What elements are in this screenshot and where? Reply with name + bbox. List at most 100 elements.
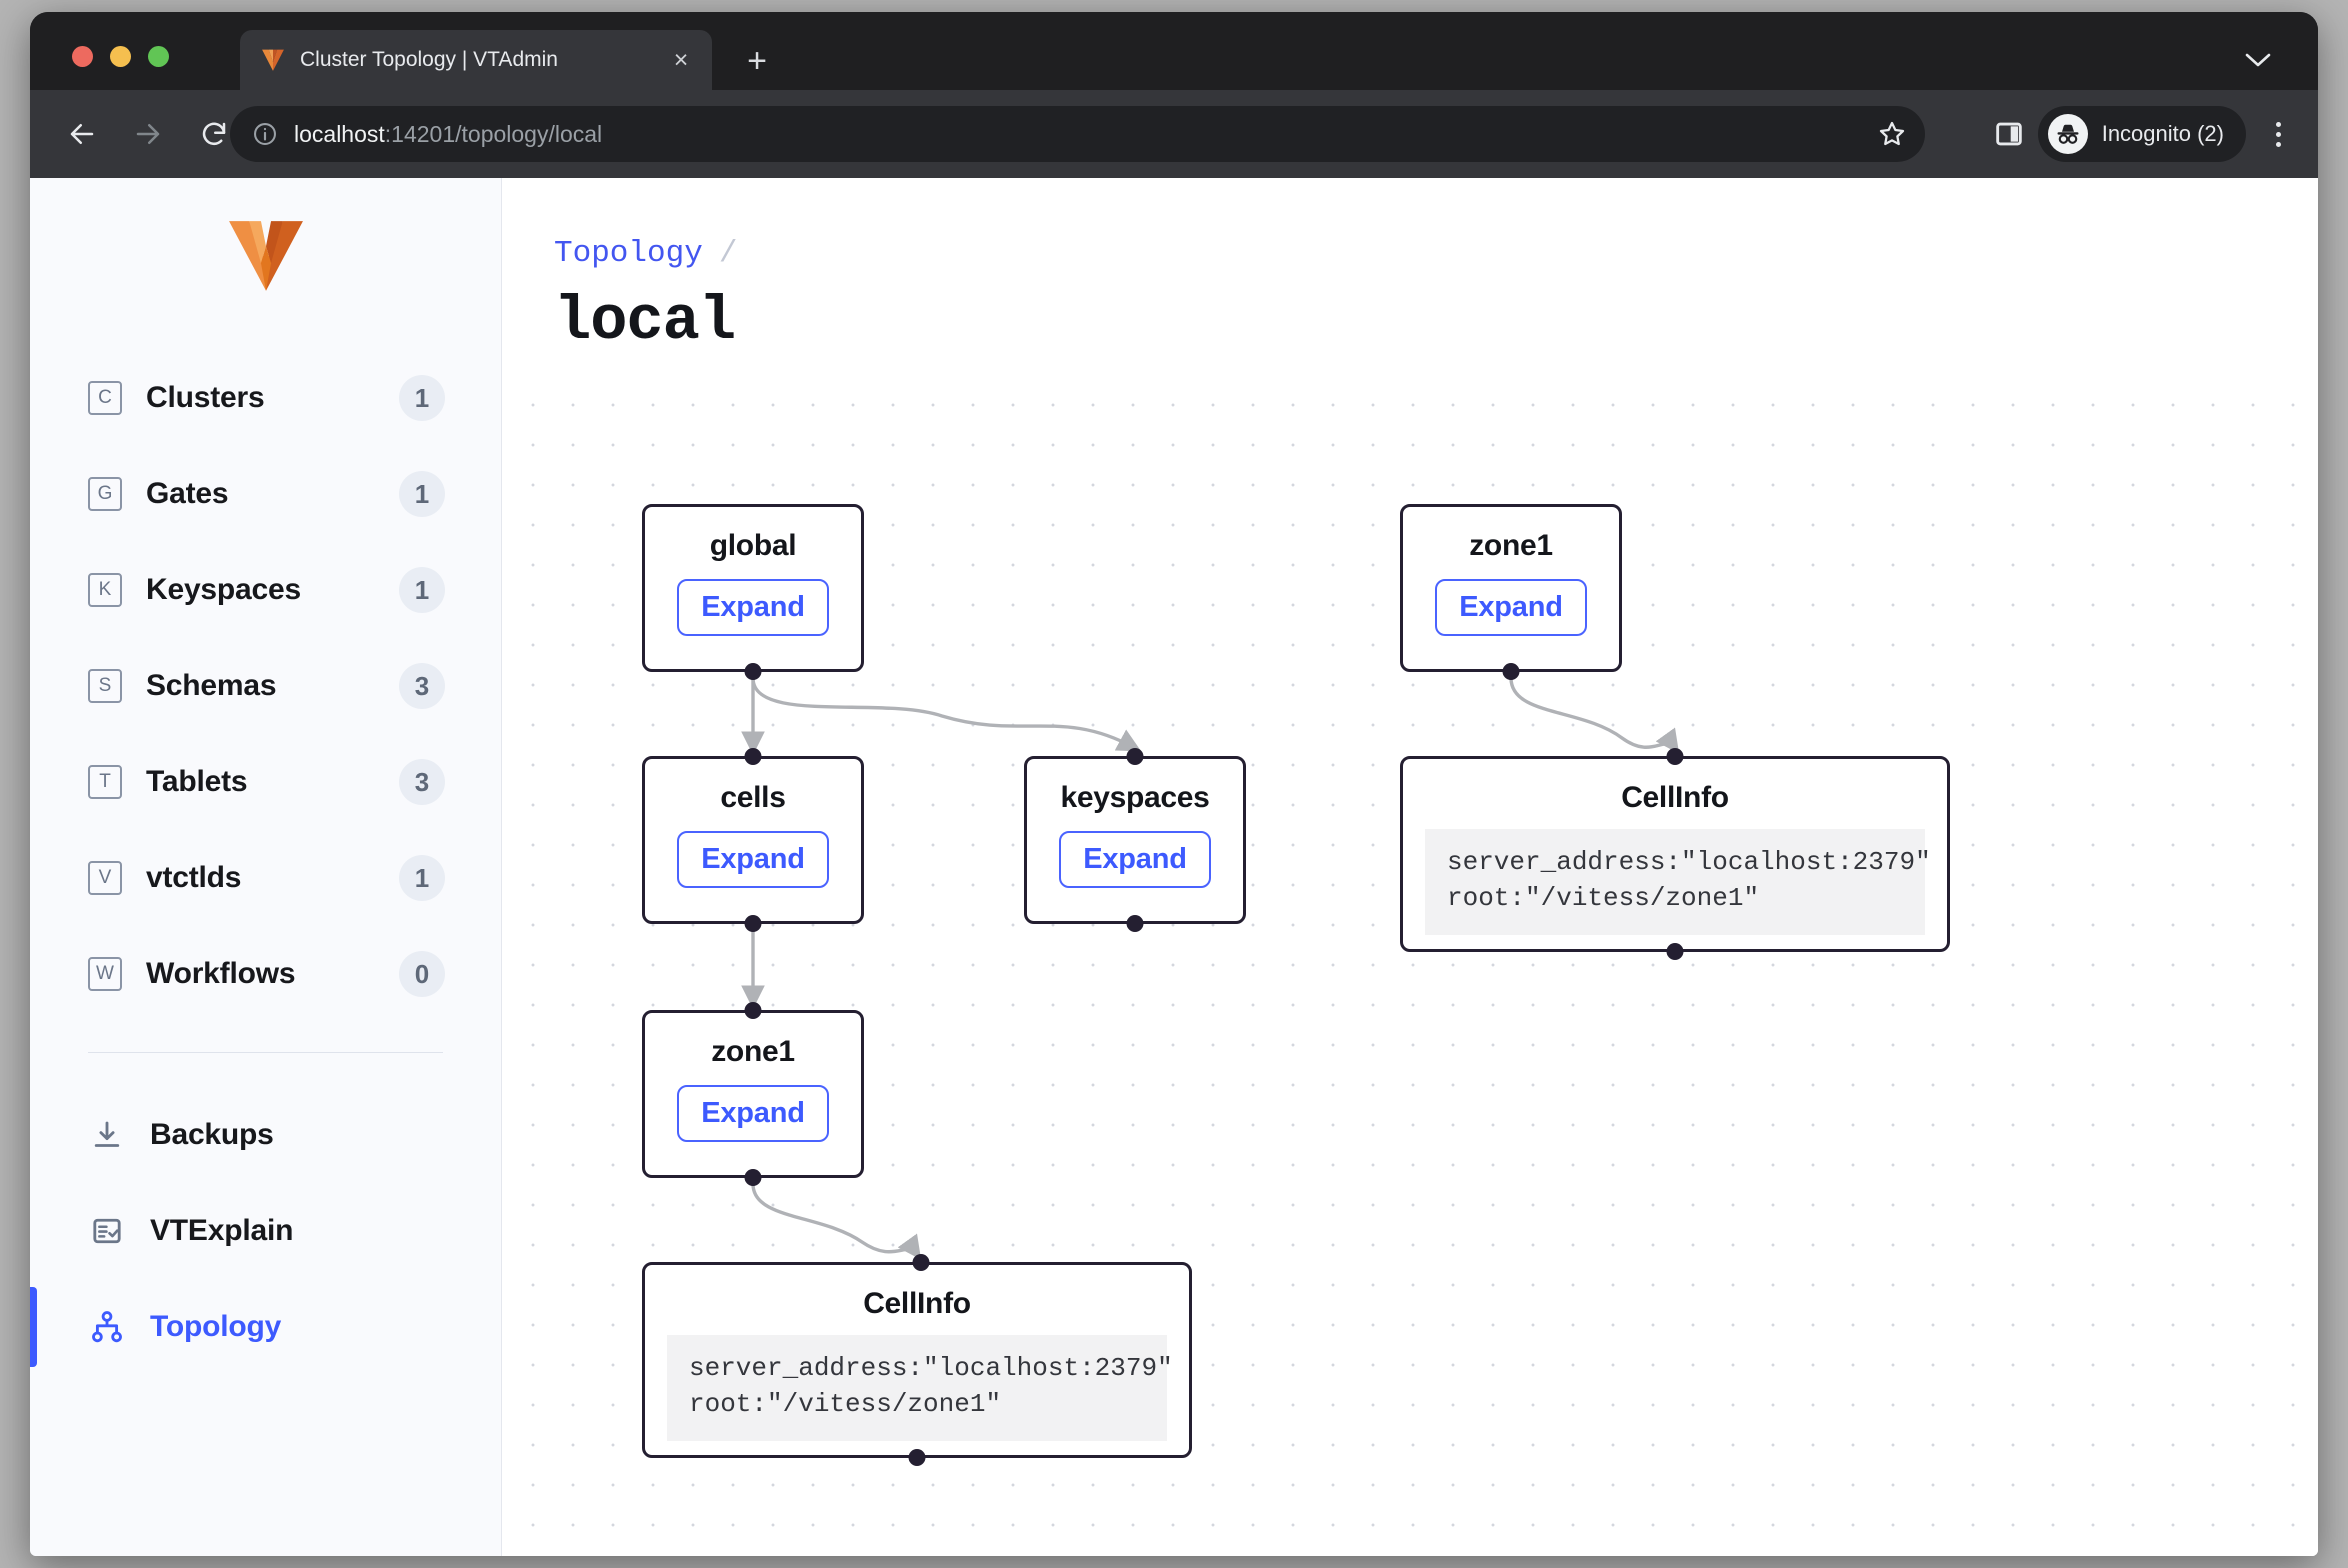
sidebar-item-count: 0 xyxy=(399,951,445,997)
sidebar-item-vtctlds[interactable]: V vtctlds 1 xyxy=(64,830,467,926)
url-path: :14201/topology/local xyxy=(385,121,602,147)
expand-button[interactable]: Expand xyxy=(1435,579,1587,636)
profile-chip[interactable]: Incognito (2) xyxy=(2038,106,2246,162)
sidebar-divider xyxy=(88,1052,443,1053)
node-handle-bottom[interactable] xyxy=(1127,915,1144,932)
vitess-brand-logo-icon[interactable] xyxy=(64,178,467,328)
forward-icon[interactable] xyxy=(122,108,174,160)
topology-icon xyxy=(88,1308,126,1346)
sidebar-item-count: 1 xyxy=(399,567,445,613)
expand-button[interactable]: Expand xyxy=(677,831,829,888)
window-close-button[interactable] xyxy=(72,46,93,67)
node-handle-bottom[interactable] xyxy=(745,663,762,680)
node-title: zone1 xyxy=(1469,529,1553,563)
primary-nav: C Clusters 1 G Gates 1 K Keyspaces 1 S S… xyxy=(64,350,467,1022)
sidebar-item-gates[interactable]: G Gates 1 xyxy=(64,446,467,542)
node-title: keyspaces xyxy=(1060,781,1209,815)
sidebar-item-count: 1 xyxy=(399,375,445,421)
letter-w-icon: W xyxy=(88,957,122,991)
sidebar-item-label: Tablets xyxy=(146,765,375,799)
letter-t-icon: T xyxy=(88,765,122,799)
sidebar-item-label: Gates xyxy=(146,477,375,511)
side-panel-icon[interactable] xyxy=(1992,117,2026,151)
tab-strip: Cluster Topology | VTAdmin × + xyxy=(30,12,2318,90)
letter-c-icon: C xyxy=(88,381,122,415)
expand-button[interactable]: Expand xyxy=(1059,831,1211,888)
node-handle-bottom[interactable] xyxy=(1503,663,1520,680)
close-icon[interactable]: × xyxy=(666,45,696,75)
sidebar-item-label: Schemas xyxy=(146,669,375,703)
cellinfo-code: server_address:"localhost:2379" root:"/v… xyxy=(667,1335,1167,1441)
node-handle-bottom[interactable] xyxy=(1667,943,1684,960)
breadcrumb-link-topology[interactable]: Topology xyxy=(554,236,703,271)
site-info-icon[interactable] xyxy=(252,121,278,147)
profile-label: Incognito (2) xyxy=(2102,121,2224,147)
sidebar-item-keyspaces[interactable]: K Keyspaces 1 xyxy=(64,542,467,638)
url-host: localhost xyxy=(294,121,385,147)
node-handle-bottom[interactable] xyxy=(909,1449,926,1466)
sidebar-item-label: Keyspaces xyxy=(146,573,375,607)
sidebar-item-count: 1 xyxy=(399,471,445,517)
topology-node-cellinfo-bottom[interactable]: CellInfo server_address:"localhost:2379"… xyxy=(642,1262,1192,1458)
node-handle-top[interactable] xyxy=(913,1254,930,1271)
edge-zone1-cellinfo-bottom xyxy=(753,1184,917,1254)
sidebar-item-count: 3 xyxy=(399,759,445,805)
sidebar-item-clusters[interactable]: C Clusters 1 xyxy=(64,350,467,446)
browser-tab[interactable]: Cluster Topology | VTAdmin × xyxy=(240,30,712,90)
node-title: cells xyxy=(720,781,785,815)
letter-v-icon: V xyxy=(88,861,122,895)
topology-node-keyspaces[interactable]: keyspaces Expand xyxy=(1024,756,1246,924)
node-handle-bottom[interactable] xyxy=(745,915,762,932)
address-bar[interactable]: localhost:14201/topology/local xyxy=(230,106,1925,162)
sidebar-item-backups[interactable]: Backups xyxy=(64,1087,467,1183)
sidebar-item-count: 1 xyxy=(399,855,445,901)
browser-toolbar: localhost:14201/topology/local xyxy=(30,90,2318,178)
sidebar-item-vtexplain[interactable]: VTExplain xyxy=(64,1183,467,1279)
letter-s-icon: S xyxy=(88,669,122,703)
incognito-avatar-icon xyxy=(2048,114,2088,154)
sidebar-item-label: Clusters xyxy=(146,381,375,415)
main-content: Topology / local xyxy=(502,178,2318,1556)
expand-button[interactable]: Expand xyxy=(677,579,829,636)
sidebar-item-label: vtctlds xyxy=(146,861,375,895)
topology-node-global[interactable]: global Expand xyxy=(642,504,864,672)
new-tab-button[interactable]: + xyxy=(736,40,778,82)
expand-button[interactable]: Expand xyxy=(677,1085,829,1142)
letter-k-icon: K xyxy=(88,573,122,607)
node-title: CellInfo xyxy=(1621,781,1729,815)
window-minimize-button[interactable] xyxy=(110,46,131,67)
vitess-logo-icon xyxy=(260,47,286,73)
page-viewport: C Clusters 1 G Gates 1 K Keyspaces 1 S S… xyxy=(30,178,2318,1556)
topology-node-cells[interactable]: cells Expand xyxy=(642,756,864,924)
topology-canvas[interactable]: global Expand zone1 Expand cells Expand xyxy=(502,378,2318,1556)
sidebar-item-count: 3 xyxy=(399,663,445,709)
sidebar-item-schemas[interactable]: S Schemas 3 xyxy=(64,638,467,734)
bookmark-star-icon[interactable] xyxy=(1877,119,1907,149)
node-title: global xyxy=(710,529,797,563)
node-handle-top[interactable] xyxy=(1127,748,1144,765)
node-handle-top[interactable] xyxy=(1667,748,1684,765)
back-icon[interactable] xyxy=(56,108,108,160)
edge-zone1-cellinfo xyxy=(1511,678,1675,748)
sidebar-item-label: VTExplain xyxy=(150,1214,445,1248)
browser-window: Cluster Topology | VTAdmin × + xyxy=(30,12,2318,1556)
checklist-icon xyxy=(88,1212,126,1250)
edge-global-keyspaces xyxy=(753,678,1135,748)
url-text: localhost:14201/topology/local xyxy=(294,121,1861,148)
node-handle-bottom[interactable] xyxy=(745,1169,762,1186)
sidebar-item-tablets[interactable]: T Tablets 3 xyxy=(64,734,467,830)
topology-node-zone1-top[interactable]: zone1 Expand xyxy=(1400,504,1622,672)
browser-menu-icon[interactable] xyxy=(2260,116,2296,152)
node-handle-top[interactable] xyxy=(745,748,762,765)
sidebar-item-topology[interactable]: Topology xyxy=(64,1279,467,1375)
sidebar-item-label: Backups xyxy=(150,1118,445,1152)
sidebar-item-workflows[interactable]: W Workflows 0 xyxy=(64,926,467,1022)
sidebar-item-label: Topology xyxy=(150,1310,445,1344)
topology-node-zone1-bottom[interactable]: zone1 Expand xyxy=(642,1010,864,1178)
chevron-down-icon[interactable] xyxy=(2240,42,2276,78)
window-zoom-button[interactable] xyxy=(148,46,169,67)
sidebar-item-label: Workflows xyxy=(146,957,375,991)
topology-node-cellinfo-right[interactable]: CellInfo server_address:"localhost:2379"… xyxy=(1400,756,1950,952)
node-handle-top[interactable] xyxy=(745,1002,762,1019)
page-title: local xyxy=(554,286,735,357)
